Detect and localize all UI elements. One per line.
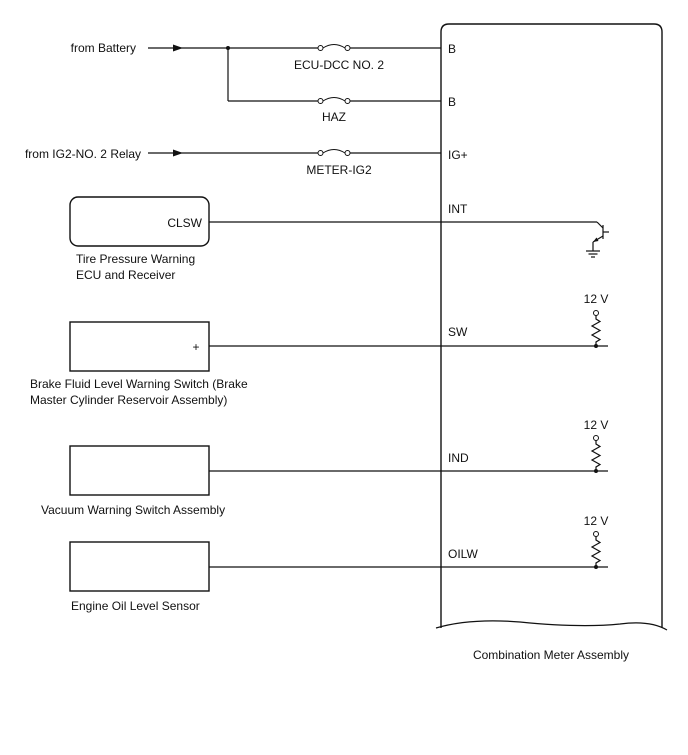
vacuum-switch-box [69, 445, 210, 496]
terminal-int: INT [448, 202, 468, 216]
terminal-ind: IND [448, 451, 469, 465]
tire-pressure-label-line1: Tire Pressure Warning [76, 252, 195, 266]
terminal-sw: SW [448, 325, 468, 339]
clsw-pin-label: CLSW [167, 216, 202, 230]
oil-level-sensor-label: Engine Oil Level Sensor [71, 599, 200, 613]
brake-fluid-label-line1: Brake Fluid Level Warning Switch (Brake [30, 377, 248, 391]
oilw-pullup-voltage: 12 V [584, 514, 609, 528]
haz-fuse-label: HAZ [322, 110, 346, 124]
sw-pullup-voltage: 12 V [584, 292, 609, 306]
ground-icon [586, 250, 600, 258]
combination-meter-label: Combination Meter Assembly [473, 648, 629, 662]
terminal-b-2: B [448, 95, 456, 109]
fuse-icon [317, 44, 351, 51]
vacuum-switch-label: Vacuum Warning Switch Assembly [41, 503, 225, 517]
tire-pressure-label-line2: ECU and Receiver [76, 268, 175, 282]
terminal-oilw: OILW [448, 547, 478, 561]
fuse-icon [317, 97, 351, 104]
brake-fluid-pin-label: + [192, 340, 199, 354]
oil-level-sensor-box [69, 541, 210, 592]
resistor-icon [590, 435, 602, 473]
transistor-icon [592, 221, 609, 251]
combination-meter-outline [440, 23, 663, 628]
ecu-dcc-fuse-label: ECU-DCC NO. 2 [294, 58, 384, 72]
resistor-icon [590, 310, 602, 348]
terminal-ig-plus: IG+ [448, 148, 468, 162]
terminal-b-1: B [448, 42, 456, 56]
ind-pullup-voltage: 12 V [584, 418, 609, 432]
battery-source-label: from Battery [71, 41, 136, 55]
resistor-icon [590, 531, 602, 569]
meter-ig2-fuse-label: METER-IG2 [306, 163, 372, 177]
combination-meter-break-line [435, 620, 668, 631]
brake-fluid-label-line2: Master Cylinder Reservoir Assembly) [30, 393, 227, 407]
ig2-source-label: from IG2-NO. 2 Relay [25, 147, 141, 161]
brake-fluid-switch-box [69, 321, 210, 372]
fuse-icon [317, 149, 351, 156]
